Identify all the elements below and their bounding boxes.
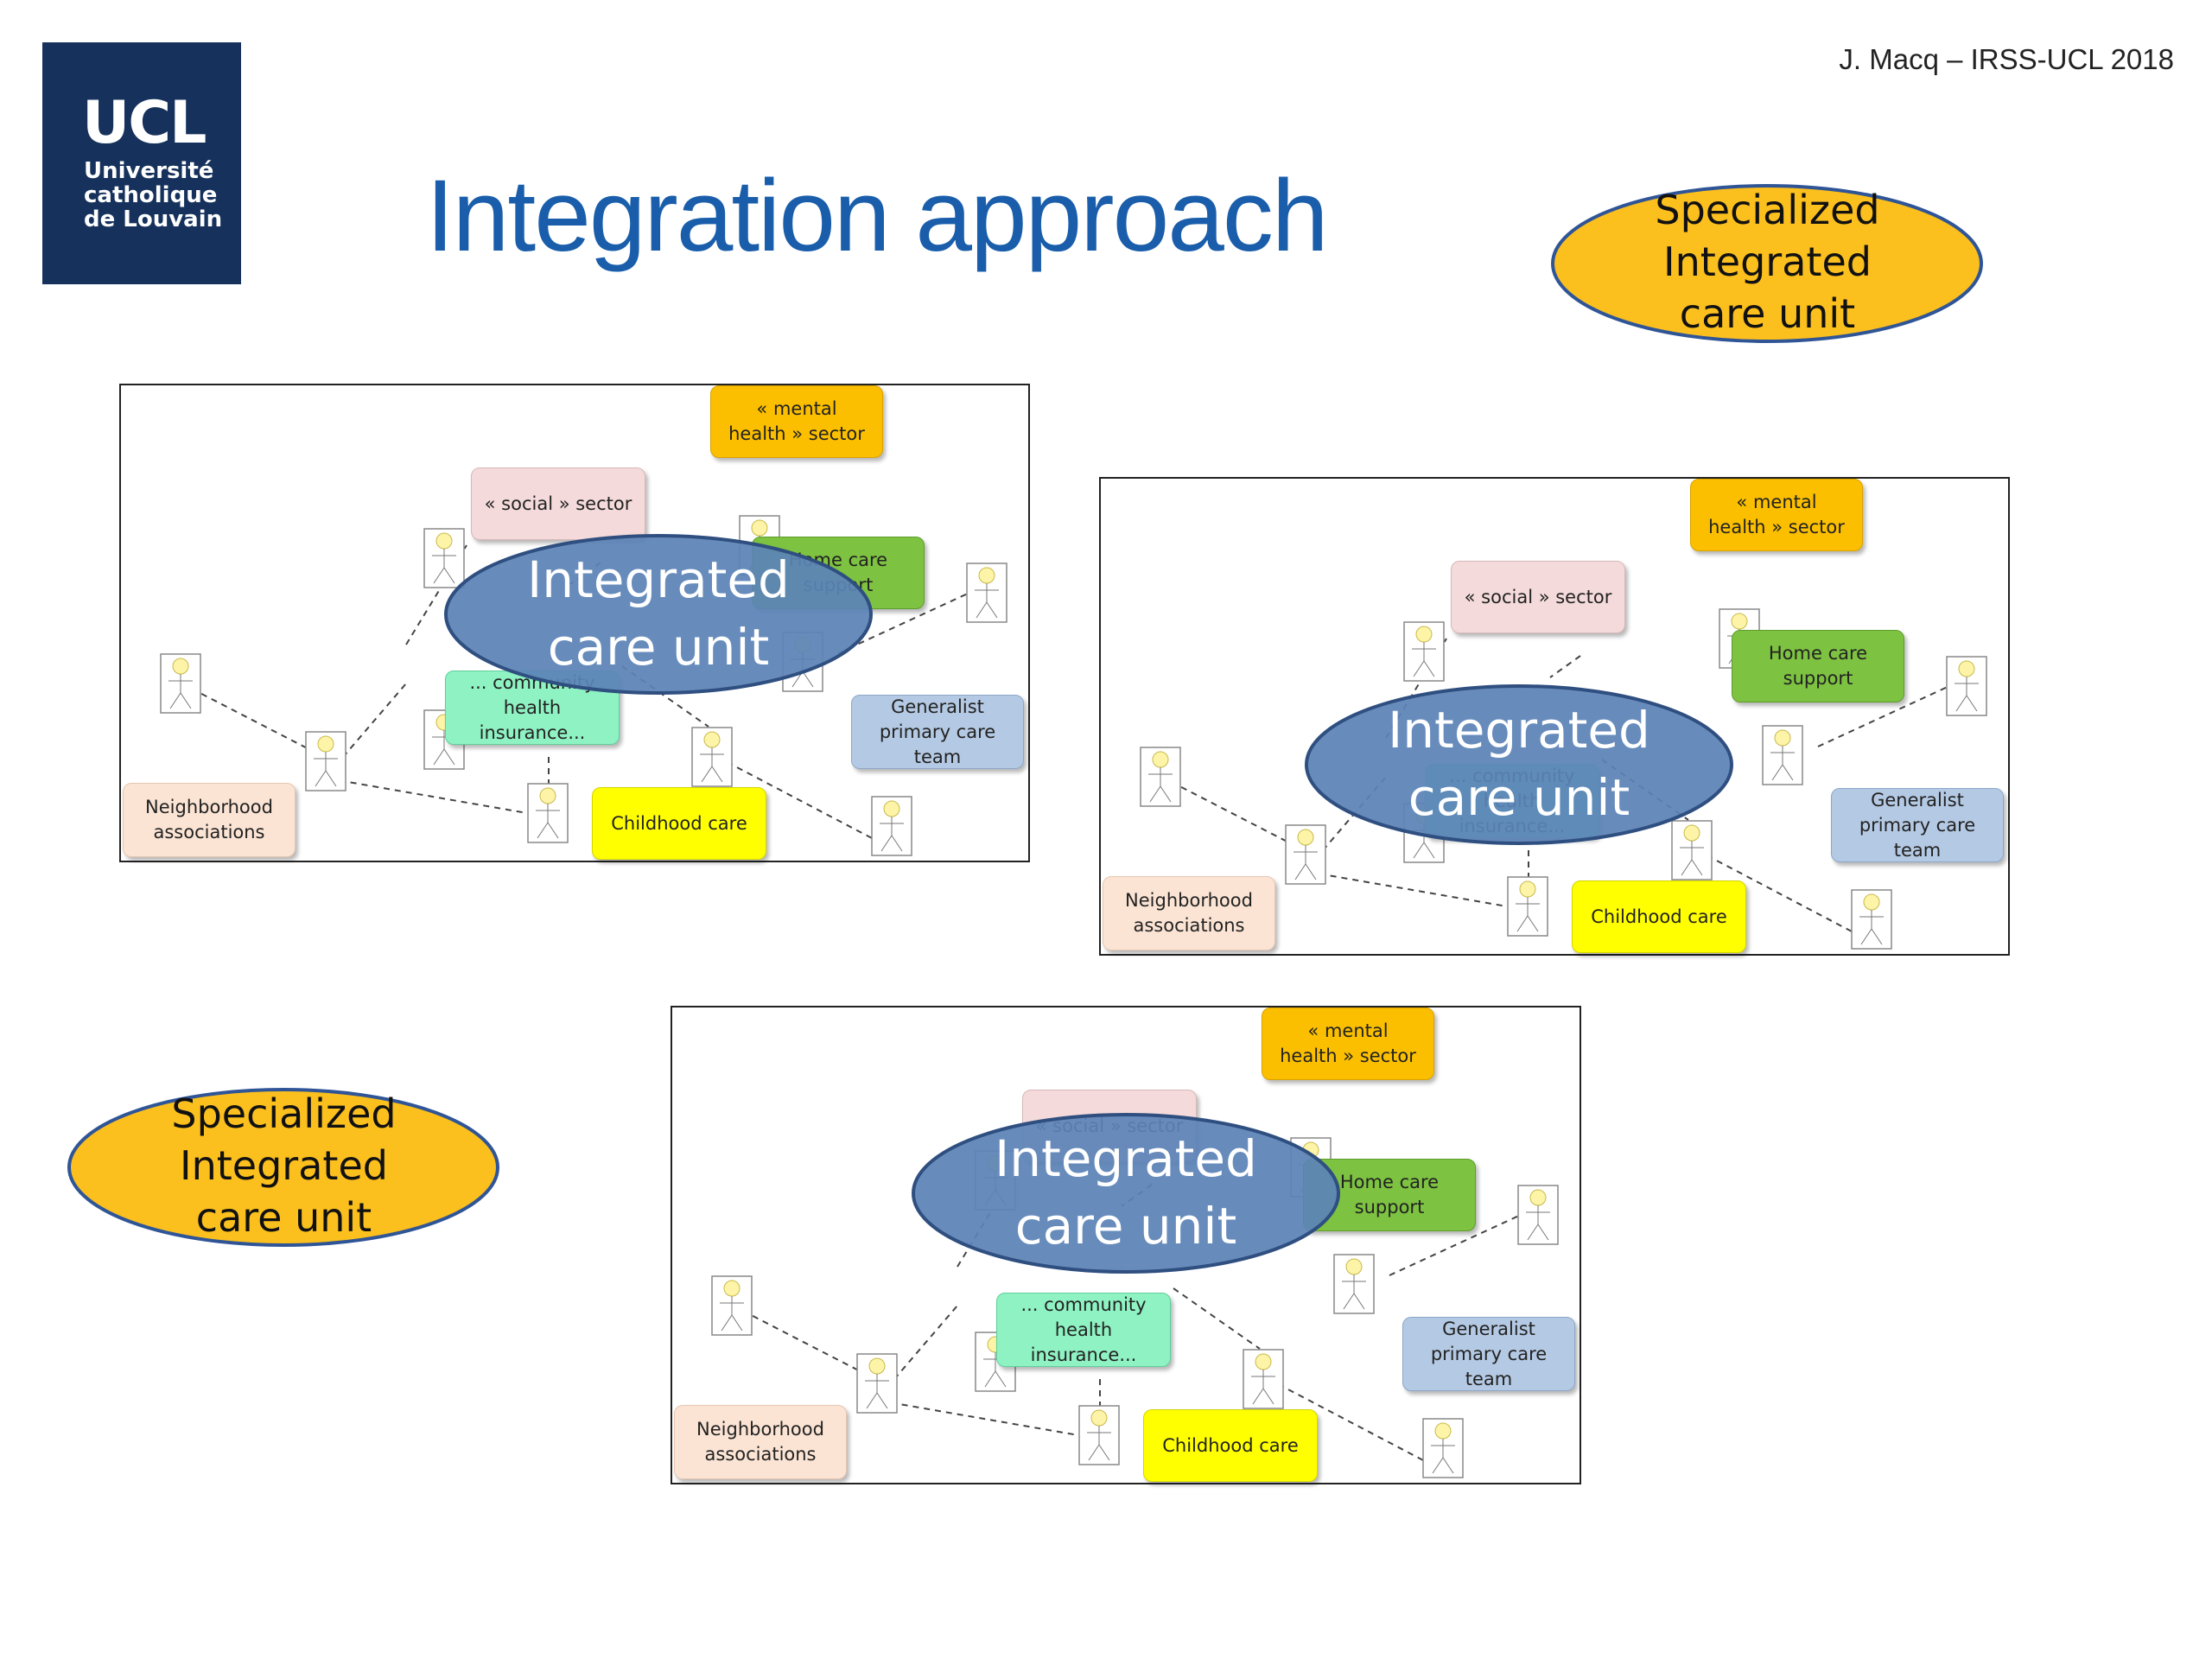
node-childhood-care: Childhood care	[1572, 880, 1746, 953]
integrated-ellipse-shape	[1305, 684, 1733, 845]
person-icon	[1671, 820, 1713, 880]
specialized-unit-top: Specialized Integrated care unit	[1549, 181, 1986, 346]
author-credit: J. Macq – IRSS-UCL 2018	[1839, 43, 2174, 75]
node-childhood-care: Childhood care	[592, 787, 766, 860]
person-icon	[1946, 656, 1987, 716]
person-icon	[711, 1275, 753, 1336]
person-icon	[1851, 889, 1892, 950]
person-icon	[1078, 1405, 1120, 1465]
person-icon	[856, 1353, 898, 1414]
person-icon	[871, 796, 912, 856]
node-social-sector: « social » sector	[471, 467, 645, 540]
person-icon	[1333, 1254, 1375, 1314]
person-icon	[1517, 1185, 1559, 1245]
ucl-logo: UCL Université catholique de Louvain	[42, 42, 241, 284]
person-icon	[1243, 1349, 1284, 1409]
logo-subtitle: Université catholique de Louvain	[84, 158, 223, 232]
person-icon	[1285, 824, 1326, 885]
person-icon	[527, 783, 569, 843]
person-icon	[1422, 1418, 1464, 1478]
person-icon	[305, 731, 346, 791]
node-social-sector: « social » sector	[1451, 561, 1625, 633]
specialized-ellipse-shape	[1551, 184, 1983, 343]
specialized-unit-bottom: Specialized Integrated care unit	[66, 1085, 502, 1249]
node-childhood-care: Childhood care	[1143, 1409, 1318, 1482]
person-icon	[966, 563, 1007, 623]
person-icon	[1507, 876, 1548, 937]
person-icon	[1140, 747, 1181, 807]
specialized-ellipse-shape	[67, 1088, 499, 1247]
logo-text: UCL	[82, 89, 207, 157]
person-icon	[1403, 621, 1445, 682]
integrated-ellipse-shape	[444, 534, 873, 695]
specialized-label: Specialized Integrated care unit	[1655, 187, 1880, 337]
person-icon	[691, 727, 733, 787]
specialized-label: Specialized Integrated care unit	[171, 1090, 397, 1241]
person-icon	[1762, 725, 1803, 785]
person-icon	[423, 528, 465, 588]
page-title: Integration approach	[426, 159, 1328, 273]
person-icon	[160, 653, 201, 714]
integrated-ellipse-shape	[912, 1113, 1340, 1274]
